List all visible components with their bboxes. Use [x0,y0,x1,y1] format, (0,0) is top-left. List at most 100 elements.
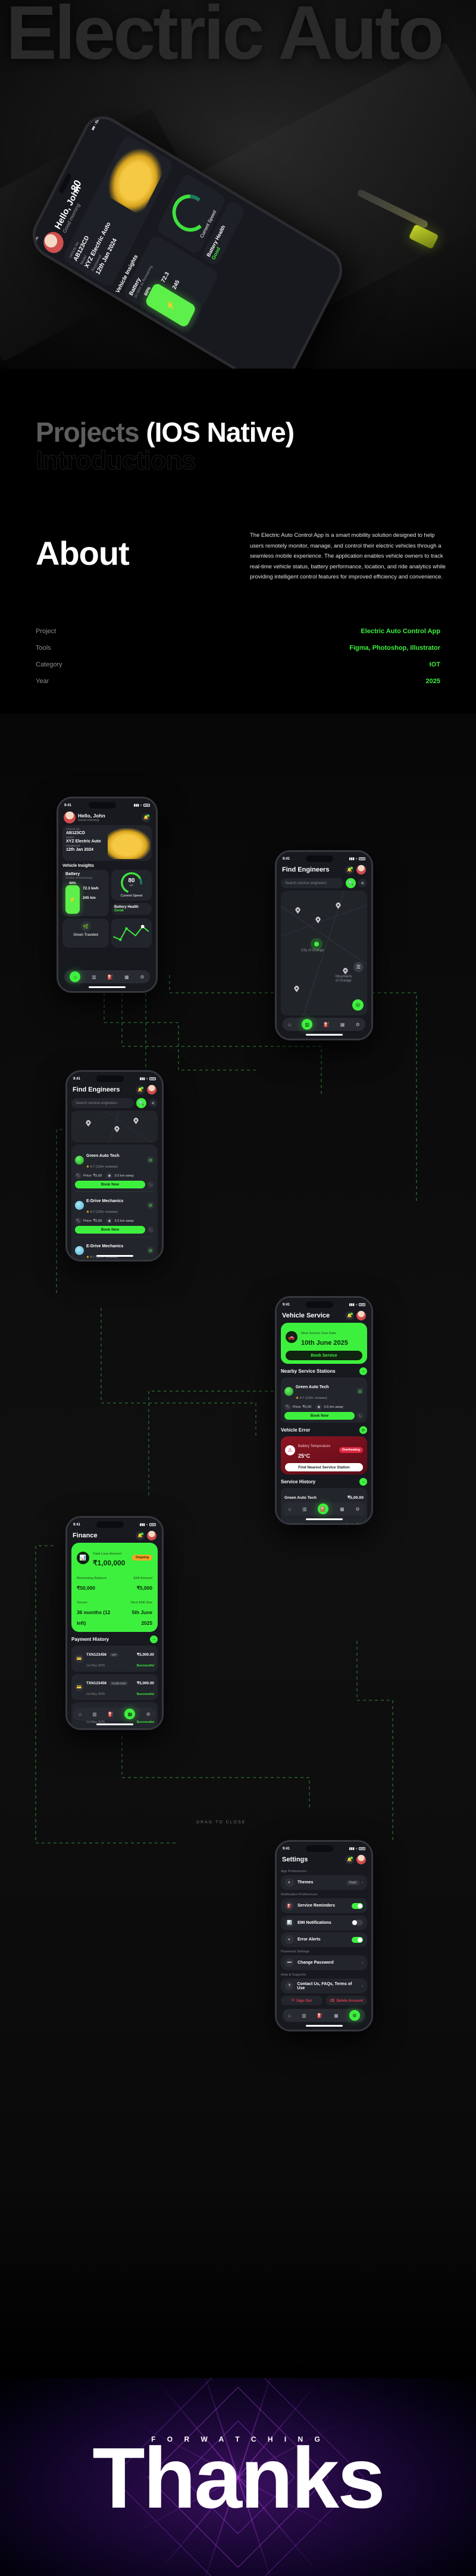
toggle-emi-notifications[interactable] [352,1920,363,1926]
book-now-button[interactable]: Book Now [75,1181,145,1188]
locate-me-icon[interactable]: ◎ [352,999,364,1011]
map-pin[interactable] [86,1120,91,1127]
toggle-service-reminders[interactable] [352,1902,363,1909]
see-all-arrow-icon[interactable]: → [359,1478,367,1486]
toggle-error-alerts[interactable] [352,1936,363,1943]
nav-map-icon[interactable]: ▥ [302,1019,313,1030]
map-pin[interactable] [315,917,321,923]
notification-bell-icon[interactable]: 🔔 [142,813,151,822]
nav-map-icon[interactable]: ▥ [92,974,96,980]
battery-health-tile[interactable]: Battery Health Good [111,903,152,915]
nav-fuel-icon[interactable]: ⛽ [107,974,114,980]
nav-map-icon[interactable]: ▥ [302,1506,307,1512]
loan-summary-card[interactable]: 📊 Total Loan Amount ₹1,00,000 Ongoing Re… [71,1543,158,1632]
notification-bell-icon[interactable]: 🔔 [136,1085,145,1094]
search-icon[interactable]: 🔍 [346,878,356,888]
nav-settings-icon[interactable]: ⚙ [146,1711,151,1717]
book-now-button[interactable]: Book Now [75,1226,145,1234]
nav-home-icon[interactable]: ⌂ [288,1021,291,1027]
call-icon[interactable]: 📞 [148,1181,154,1188]
map-preview[interactable] [71,1111,158,1143]
nav-fuel-icon[interactable]: ⛽ [323,1021,330,1027]
call-icon[interactable]: 📞 [357,1413,364,1419]
call-icon[interactable]: 📞 [148,1226,154,1233]
map-pin[interactable] [114,1126,120,1133]
chevron-right-icon: › [362,1880,363,1885]
next-service-card[interactable]: 🚗 Next Service Due Date 10th June 2025 B… [281,1323,367,1364]
nav-map-icon[interactable]: ▥ [92,1711,97,1717]
map-pin[interactable] [294,986,299,992]
map-view[interactable]: City of Orange Mountains of Orange ☰ ◎ [281,891,367,1015]
map-pin[interactable] [295,907,300,914]
nav-home-icon[interactable]: ⌂ [79,1711,82,1717]
avatar[interactable] [147,1085,156,1094]
list-item[interactable]: Green Auto Tech ★ 4.7 (120+ reviews) ▥ 🏷… [75,1147,154,1192]
nav-chart-icon[interactable]: ▦ [340,1506,345,1512]
directions-icon[interactable]: ▥ [147,1156,154,1163]
book-now-button[interactable]: Book Now [284,1412,355,1420]
green-traveled-tile[interactable]: 🌿 Green Traveled [62,919,109,948]
history-clock-icon[interactable]: ⟳ [359,1426,367,1434]
directions-icon[interactable]: ▥ [147,1201,154,1209]
nav-settings-icon[interactable]: ⚙ [355,1506,360,1512]
nav-home-icon[interactable]: ⌂ [288,2012,291,2018]
vehicle-card[interactable]: Vehicle No AB123CD Model XYZ Electric Au… [62,825,152,861]
map-pin[interactable] [133,1118,139,1124]
map-pin[interactable] [343,968,348,974]
avatar[interactable] [147,1531,156,1540]
book-service-button[interactable]: Book Service [286,1351,362,1360]
list-item[interactable]: E-Drive Mechanics ★ 4.7 (120+ reviews) ▥ [75,1237,154,1260]
setting-row-emi-notifications[interactable]: 📊 EMI Notifications [281,1915,367,1930]
battery-tile[interactable]: Battery 1h 56m 4s Remaining 60% ⚡ 72.3 k… [62,870,109,916]
transaction-row[interactable]: 💳 TXN123456 Credit Card 1st May 2025 ₹5,… [71,1674,158,1700]
nav-home-icon[interactable]: ⌂ [70,971,81,982]
see-all-arrow-icon[interactable]: → [150,1635,158,1643]
notification-bell-icon[interactable]: 🔔 [345,1855,354,1864]
engineer-rating: ★ 4.7 (120+ reviews) [86,1256,118,1259]
directions-icon[interactable]: ▥ [356,1388,364,1395]
station-card[interactable]: Green Auto Tech ★ 4.7 (120+ reviews) ▥ 🏷… [281,1377,367,1423]
route-chart-tile[interactable] [111,919,152,948]
speed-tile[interactable]: 80 kph Current Speed [111,870,152,901]
setting-row-change-password[interactable]: ••• Change Password › [281,1955,367,1970]
search-icon[interactable]: 🔍 [136,1098,146,1108]
avatar[interactable] [356,1855,366,1864]
search-input[interactable]: Search service engineers [71,1098,134,1108]
nav-chart-icon[interactable]: ▦ [124,1709,136,1719]
search-input[interactable]: Search service engineers [281,878,343,888]
notification-bell-icon[interactable]: 🔔 [345,1311,354,1320]
nav-fuel-icon[interactable]: ⛽ [318,1504,329,1514]
avatar[interactable] [356,1311,366,1320]
nav-fuel-icon[interactable]: ⛽ [317,2012,323,2018]
avatar[interactable] [356,865,366,875]
notification-bell-icon[interactable]: 🔔 [136,1531,145,1540]
nav-settings-icon[interactable]: ⚙ [140,974,145,980]
vehicle-error-card[interactable]: ⚠ Battery Temperature 25°C Overheating F… [281,1436,367,1474]
question-mark-icon: ? [285,1981,294,1990]
setting-row-themes[interactable]: ◐ Themes Dark › [281,1875,367,1890]
setting-row-service-reminders[interactable]: ⛽ Service Reminders [281,1898,367,1913]
filter-icon[interactable]: ⚟ [149,1099,158,1108]
list-item[interactable]: E-Drive Mechanics ★ 4.7 (120+ reviews) ▥… [75,1192,154,1237]
nav-map-icon[interactable]: ▥ [302,2012,306,2018]
nav-home-icon[interactable]: ⌂ [288,1506,292,1512]
avatar[interactable] [64,812,76,823]
sign-out-button[interactable]: ⎋ Sign Out [281,1996,322,2005]
see-all-arrow-icon[interactable]: → [359,1367,367,1375]
setting-row-error-alerts[interactable]: ◐ Error Alerts [281,1932,367,1947]
list-view-icon[interactable]: ☰ [353,962,364,972]
transaction-row[interactable]: 💳 TXN123456 UPI 1st May 2025 ₹5,000.00 S… [71,1646,158,1672]
nav-chart-icon[interactable]: ▦ [334,2012,339,2018]
setting-row-help[interactable]: ? Contact Us, FAQs, Terms of Use › [281,1979,367,1993]
map-pin[interactable] [336,902,341,909]
filter-icon[interactable]: ⚟ [358,879,367,888]
delete-account-button[interactable]: ⌫ Delete Account [325,1996,367,2005]
find-service-station-button[interactable]: Find Nearest Service Station [285,1463,363,1471]
directions-icon[interactable]: ▥ [147,1247,154,1254]
nav-chart-icon[interactable]: ▦ [124,974,129,980]
nav-fuel-icon[interactable]: ⛽ [108,1711,114,1717]
nav-settings-icon[interactable]: ⚙ [349,2010,360,2021]
nav-chart-icon[interactable]: ▦ [340,1021,345,1027]
notification-bell-icon[interactable]: 🔔 [345,865,354,875]
nav-settings-icon[interactable]: ⚙ [355,1021,360,1027]
